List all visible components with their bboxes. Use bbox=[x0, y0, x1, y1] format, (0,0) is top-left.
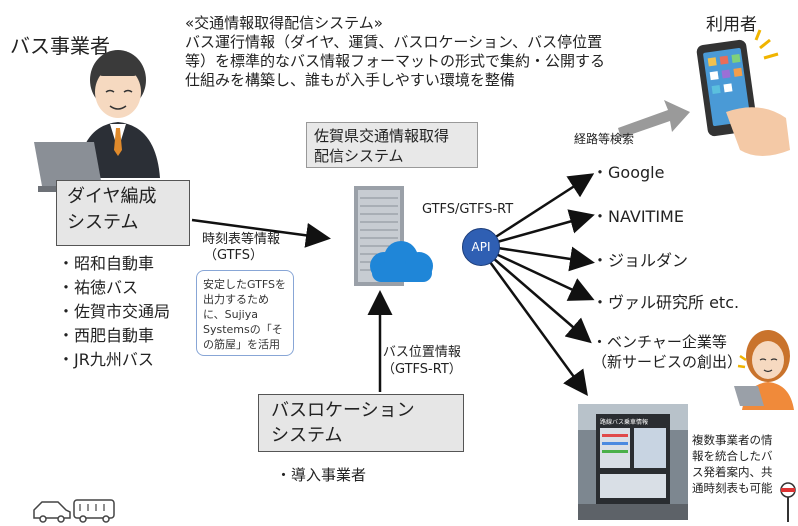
list-item: ・佐賀市交通局 bbox=[58, 302, 171, 321]
list-item: ・祐徳バス bbox=[58, 278, 139, 297]
operator-list: ・昭和自動車 ・祐徳バス ・佐賀市交通局 ・西肥自動車 ・JR九州バス bbox=[58, 252, 170, 372]
user-label: 利用者 bbox=[706, 15, 757, 35]
note-line: Systemsの「そ bbox=[203, 323, 283, 336]
dia-system-line2: システム bbox=[67, 212, 139, 233]
note-line: 出力するため bbox=[203, 293, 269, 306]
signage-title: 路線バス乗車情報 bbox=[600, 419, 649, 426]
system-title: «交通情報取得配信システム» bbox=[185, 14, 383, 32]
header-line: バス運行情報（ダイヤ、運賃、バスロケーション、バス停位置 bbox=[185, 33, 603, 51]
note-line: 安定したGTFSを bbox=[203, 278, 286, 291]
signage-line bbox=[602, 450, 628, 453]
venture-line1: ・ベンチャー企業等 bbox=[592, 333, 727, 351]
timetable-label-line1: 時刻表等情報 bbox=[202, 232, 281, 247]
header-description: バス運行情報（ダイヤ、運賃、バスロケーション、バス停位置 等）を標準的なバス情報… bbox=[185, 33, 605, 90]
signage-board: 路線バス乗車情報 bbox=[596, 414, 670, 504]
signage-panel-bottom bbox=[600, 474, 666, 498]
api-label: API bbox=[471, 240, 491, 254]
signage-note: 複数事業者の情 報を統合したバ ス発着案内、共 通時刻表も可能 bbox=[692, 432, 773, 496]
bus-position-label: バス位置情報 （GTFS-RT） bbox=[382, 344, 462, 378]
destination-jorudan: ・ジョルダン bbox=[592, 251, 689, 270]
destination-navitime: ・NAVITIME bbox=[592, 207, 684, 226]
signage-photo: 路線バス乗車情報 bbox=[578, 404, 688, 520]
list-item: ・JR九州バス bbox=[58, 350, 154, 369]
dia-system-box: ダイヤ編成 システム bbox=[56, 180, 190, 246]
introducer-label: ・導入事業者 bbox=[276, 466, 367, 484]
dia-system-line1: ダイヤ編成 bbox=[67, 186, 157, 207]
destination-google: ・Google bbox=[592, 163, 665, 182]
gtfs-rt-label: GTFS/GTFS-RT bbox=[422, 202, 514, 217]
signage-line bbox=[602, 434, 628, 437]
bus-position-line1: バス位置情報 bbox=[382, 345, 461, 360]
list-item: ・昭和自動車 bbox=[58, 254, 155, 273]
destination-val-lab: ・ヴァル研究所 etc. bbox=[592, 293, 740, 312]
header-line: 等）を標準的なバス情報フォーマットの形式で集約・公開する bbox=[185, 52, 606, 70]
venture-companies: ・ベンチャー企業等 （新サービスの創出） bbox=[592, 332, 742, 372]
note-line: に、Sujiya bbox=[203, 308, 258, 321]
route-search-label: 経路等検索 bbox=[574, 132, 635, 146]
stable-gtfs-note: 安定したGTFSを 出力するため に、Sujiya Systemsの「そ の筋屋… bbox=[196, 270, 294, 356]
header-line: 仕組みを構築し、誰もが入手しやすい環境を整備 bbox=[185, 71, 515, 89]
saga-system-line1: 佐賀県交通情報取得 bbox=[314, 127, 450, 145]
saga-system-box: 佐賀県交通情報取得 配信システム bbox=[306, 122, 478, 168]
note-line: の筋屋」を活用 bbox=[203, 338, 280, 351]
note-line: 通時刻表も可能 bbox=[692, 481, 773, 495]
signage-line bbox=[602, 442, 628, 445]
signage-panel-right bbox=[634, 428, 666, 468]
note-line: 複数事業者の情 bbox=[692, 433, 773, 447]
bus-position-line2: （GTFS-RT） bbox=[382, 362, 462, 377]
venture-line2: （新サービスの創出） bbox=[592, 353, 743, 371]
busloc-system-box: バスロケーション システム bbox=[258, 394, 464, 452]
busloc-system-line2: システム bbox=[271, 425, 343, 446]
photo-ground bbox=[578, 504, 688, 520]
saga-system-line2: 配信システム bbox=[314, 147, 404, 165]
list-item: ・西肥自動車 bbox=[58, 326, 155, 345]
note-line: ス発着案内、共 bbox=[692, 465, 773, 479]
busloc-system-line1: バスロケーション bbox=[271, 400, 415, 421]
note-line: 報を統合したバ bbox=[692, 449, 773, 463]
operator-label: バス事業者 bbox=[10, 34, 110, 58]
timetable-label-line2: （GTFS） bbox=[204, 248, 264, 263]
timetable-label: 時刻表等情報 （GTFS） bbox=[202, 232, 280, 264]
api-node: API bbox=[462, 228, 500, 266]
